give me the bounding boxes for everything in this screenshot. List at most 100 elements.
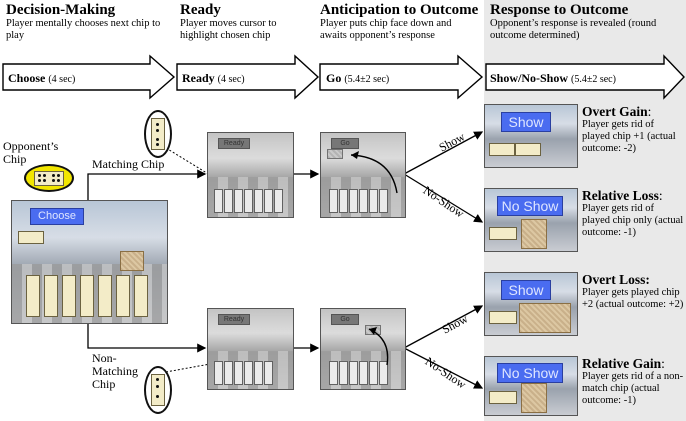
domino-chip-facedown [327,149,343,159]
domino-chip [489,143,515,156]
domino-chip [254,189,263,213]
domino-chip [214,361,223,385]
phase-desc: Opponent’s response is revealed (round o… [490,18,657,41]
domino-chip [116,275,130,317]
outcome-relative-loss: Relative Loss: Player gets rid of played… [582,188,684,239]
move-arrow [350,151,398,194]
non-matching-chip-label: Non-Matching Chip [92,351,138,391]
timeline-arrow-show [485,54,685,100]
domino-chip [234,189,243,213]
domino-chip [379,361,388,385]
outcome-relative-gain: Relative Gain: Player gets rid of a non-… [582,356,684,407]
outcome-overt-loss: Overt Loss: Player gets played chip +2 (… [582,272,684,311]
domino-chip [244,189,253,213]
outcome-desc: Player gets rid of a non-match chip (act… [582,371,684,406]
go-to-show-bottom [403,305,484,349]
show-screen-button: Show [501,280,551,300]
domino-chip [26,275,40,317]
domino-chip [349,361,358,385]
phase-desc: Player mentally chooses next chip to pla… [6,18,161,41]
ready-screen-button: Ready [218,138,250,149]
go-to-noshow-top [403,173,484,223]
domino-chip [224,361,233,385]
domino-chip-facedown [120,251,144,271]
domino-chip [339,361,348,385]
domino-chip [489,311,517,324]
domino-chip [151,118,165,150]
domino-chip [151,374,165,406]
noshow-screen-relative-gain: No Show [484,356,578,416]
phase-title: Decision-Making [6,2,116,18]
ready-screen-matching: Ready [207,132,294,218]
timeline-label-ready: Ready (4 sec) [182,71,245,85]
timeline-arrow-ready [176,54,320,100]
timeline-arrow-choose [2,54,176,100]
phase-desc: Player puts chip face down and awaits op… [320,18,452,41]
domino-chip [379,189,388,213]
domino-chip [214,189,223,213]
go-screen-nonmatching: Go [320,308,406,390]
timeline-arrow-go [319,54,484,100]
domino-chip [489,391,517,404]
show-screen-overt-loss: Show [484,272,578,336]
matching-chip-ellipse [144,110,172,158]
zoom-line-bottom [165,359,233,373]
timeline-label-go: Go (5.4±2 sec) [326,71,390,85]
phase-anticipation: Anticipation to Outcome Player puts chip… [320,2,484,42]
domino-chip [359,189,368,213]
timeline-label-show: Show/No-Show (5.4±2 sec) [490,71,616,85]
domino-chip [62,275,76,317]
noshow-screen-button: No Show [497,363,563,383]
timeline-arrows [2,54,685,100]
domino-chip [329,361,338,385]
domino-chip [369,189,378,213]
domino-chip [98,275,112,317]
domino-chip [359,361,368,385]
go-screen-matching: Go [320,132,406,218]
domino-chip [18,231,44,244]
phase-desc: Player moves cursor to highlight chosen … [180,18,277,41]
domino-chip [369,361,378,385]
choose-screen-button: Choose [30,208,84,225]
domino-chip [274,189,283,213]
branch-matching-line [87,169,207,200]
move-arrow [368,327,389,366]
domino-chip [234,361,243,385]
phase-title: Response to Outcome [490,2,629,18]
noshow-screen-relative-loss: No Show [484,188,578,252]
go-to-show-top [403,131,484,175]
domino-chip [515,143,541,156]
show-screen-button: Show [501,112,551,132]
ready-screen-nonmatching: Ready [207,308,294,390]
domino-chip [254,361,263,385]
noshow-screen-button: No Show [497,196,563,216]
phase-title: Ready [180,2,221,18]
domino-chip-facedown [519,303,571,333]
timeline-label-choose: Choose (4 sec) [8,71,76,85]
outcome-overt-gain: Overt Gain: Player gets rid of played ch… [582,104,684,155]
domino-chip-facedown [521,219,547,249]
outcome-title: Relative Gain: [582,356,665,371]
domino-chip-facedown [521,383,547,413]
domino-chip [329,189,338,213]
domino-chip [80,275,94,317]
ready-screen-button: Ready [218,314,250,325]
opponent-chip-ellipse [24,164,74,192]
show-screen-overt-gain: Show [484,104,578,168]
domino-chip [244,361,253,385]
phase-decision-making: Decision-Making Player mentally chooses … [6,2,176,42]
domino-chip [264,189,273,213]
domino-chip [34,171,64,186]
non-matching-chip-ellipse [144,366,172,414]
outcome-title: Relative Loss: [582,188,663,203]
branch-nonmatching-line [87,322,207,353]
domino-chip [489,227,517,240]
domino-chip [134,275,148,317]
domino-chip [339,189,348,213]
phase-title: Anticipation to Outcome [320,2,479,18]
domino-chip [44,275,58,317]
outcome-desc: Player gets rid of played chip +1 (actua… [582,119,676,154]
domino-chip [224,189,233,213]
matching-chip-label: Matching Chip [92,157,165,171]
